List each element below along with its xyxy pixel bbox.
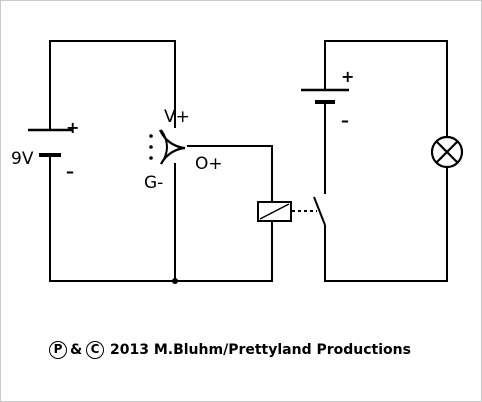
sensor-vcc-label: V+: [164, 107, 190, 127]
sensor-gnd-label: G-: [144, 173, 163, 193]
right-battery-plus-label: +: [341, 67, 354, 86]
relay-coil: [257, 201, 292, 222]
battery-right: [301, 88, 349, 104]
battery-voltage-label: 9V: [11, 149, 34, 169]
top-wire-left: [49, 40, 176, 129]
sensor-output-wire: [187, 145, 273, 202]
copyright-text: 2013 M.Bluhm/Prettyland Productions: [110, 342, 411, 358]
bottom-wire-left: [49, 155, 273, 282]
lamp-icon: [430, 135, 464, 169]
bottom-wire-right: [324, 167, 448, 282]
battery-minus-label: –: [66, 162, 74, 181]
copyright-notice: P & C 2013 M.Bluhm/Prettyland Production…: [47, 341, 447, 363]
relay-switch-contact: [313, 196, 326, 226]
sensor-out-label: O+: [195, 154, 223, 174]
battery-9v: [28, 128, 72, 157]
right-battery-minus-label: –: [341, 111, 349, 130]
junction-dot: [172, 278, 178, 284]
top-wire-right: [324, 40, 448, 137]
phonogram-symbol: P: [49, 341, 67, 359]
ampersand: &: [70, 342, 83, 358]
sensor-icon: [149, 129, 186, 165]
copyright-symbol: C: [86, 341, 104, 359]
battery-plus-label: +: [66, 118, 79, 137]
